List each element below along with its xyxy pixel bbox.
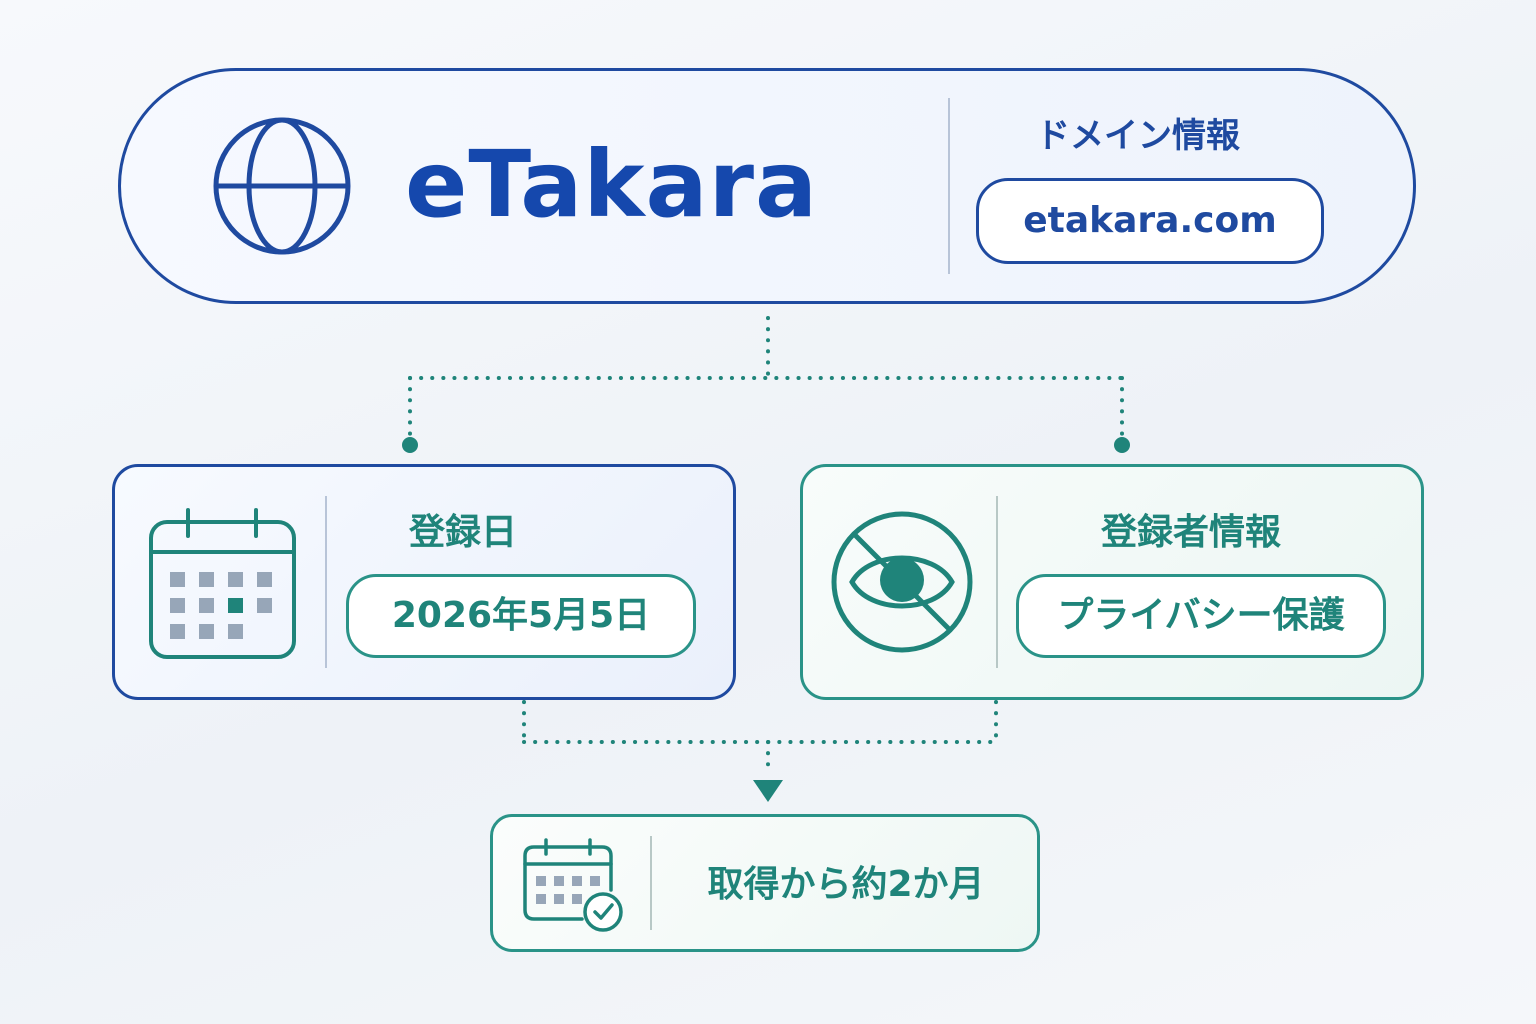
- connector-dot: [402, 437, 418, 453]
- domain-value-badge: etakara.com: [976, 178, 1324, 264]
- globe-icon: [213, 117, 351, 255]
- eye-slash-icon: [831, 511, 973, 653]
- result-text: 取得から約2か月: [707, 864, 985, 905]
- privacy-protection-value: プライバシー保護: [1016, 574, 1386, 658]
- card-divider: [325, 496, 327, 668]
- card-divider: [996, 496, 998, 668]
- card-divider: [650, 836, 652, 930]
- domain-info-label: ドメイン情報: [1036, 116, 1240, 156]
- brand-name: eTakara: [405, 131, 819, 238]
- registrant-info-label: 登録者情報: [1100, 512, 1281, 553]
- header-divider: [948, 98, 950, 274]
- registration-date-label: 登録日: [408, 512, 517, 553]
- calendar-check-icon: [523, 838, 623, 932]
- arrow-down-icon: [753, 780, 783, 802]
- calendar-icon: [149, 508, 296, 659]
- connector-dot: [1114, 437, 1130, 453]
- registration-date-value: 2026年5月5日: [346, 574, 696, 658]
